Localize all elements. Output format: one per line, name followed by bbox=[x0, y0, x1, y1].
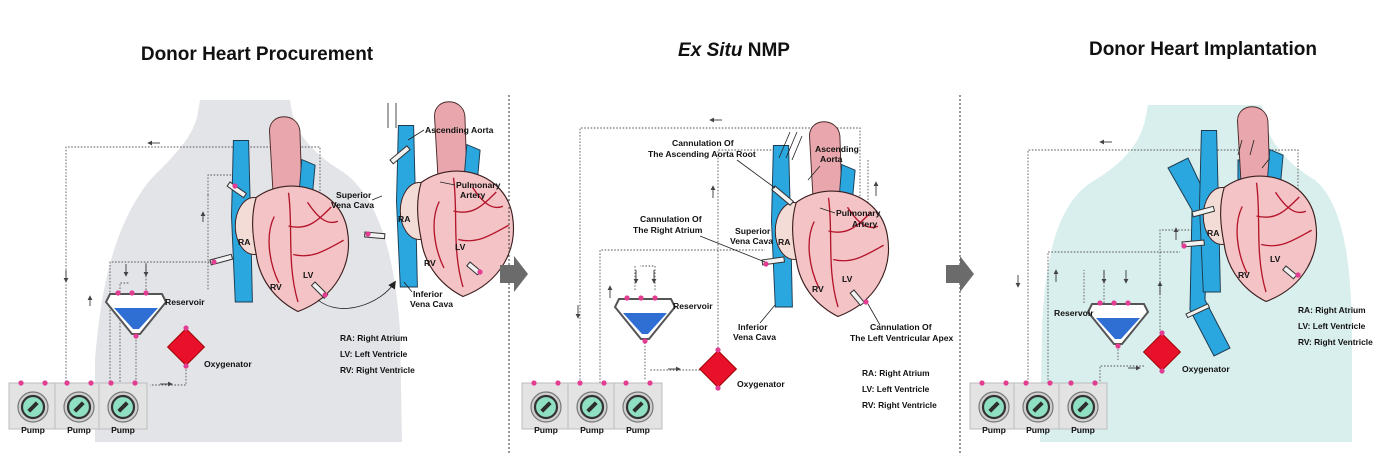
legend-item: RA: Right Atrium bbox=[340, 333, 408, 343]
label-inferior-vena-cava: Vena Cava bbox=[410, 299, 453, 309]
pump-icon bbox=[1012, 379, 1064, 431]
transfer-arrow bbox=[317, 280, 396, 309]
label-reservoir: Reservoir bbox=[673, 301, 713, 311]
pump-icon bbox=[97, 379, 149, 431]
label-ra: RA bbox=[398, 214, 410, 224]
panel-implantation: Donor Heart Implantation RA bbox=[968, 39, 1373, 442]
label-superior-vena-cava: Superior bbox=[735, 226, 771, 236]
label-inferior-vena-cava: Inferior bbox=[738, 322, 768, 332]
label-ra: RA bbox=[1207, 228, 1219, 238]
label-superior-vena-cava: Vena Cava bbox=[730, 236, 773, 246]
label-cannulation-lv: The Left Ventricular Apex bbox=[850, 333, 954, 343]
label-ascending-aorta: Ascending Aorta bbox=[425, 125, 494, 135]
perfusion-circuit-lines bbox=[1027, 149, 1299, 385]
heart-icon bbox=[230, 116, 350, 313]
label-ra: RA bbox=[238, 237, 250, 247]
label-reservoir: Reservoir bbox=[1054, 308, 1094, 318]
label-ascending-aorta: Ascending bbox=[815, 144, 859, 154]
legend-item: LV: Left Ventricle bbox=[340, 349, 408, 359]
label-pulmonary-artery: Pulmonary bbox=[836, 208, 881, 218]
label-oxygenator: Oxygenator bbox=[737, 379, 785, 389]
label-pulmonary-artery: Artery bbox=[460, 190, 486, 200]
label-rv: RV bbox=[270, 282, 282, 292]
step-arrow-icon bbox=[946, 256, 974, 292]
label-pump: Pump bbox=[21, 425, 45, 435]
label-rv: RV bbox=[1238, 270, 1250, 280]
pump-icon bbox=[7, 379, 59, 431]
label-pulmonary-artery: Pulmonary bbox=[456, 180, 501, 190]
label-lv: LV bbox=[303, 270, 314, 280]
label-pump: Pump bbox=[67, 425, 91, 435]
pump-icon bbox=[1057, 379, 1109, 431]
label-ra: RA bbox=[778, 237, 790, 247]
panel-title: Ex Situ NMP bbox=[678, 40, 790, 61]
label-pump: Pump bbox=[534, 425, 558, 435]
legend-item: RA: Right Atrium bbox=[1298, 305, 1366, 315]
label-oxygenator: Oxygenator bbox=[1182, 364, 1230, 374]
label-pump: Pump bbox=[1026, 425, 1050, 435]
label-pump: Pump bbox=[111, 425, 135, 435]
step-arrow-icon bbox=[500, 256, 528, 292]
label-rv: RV bbox=[812, 284, 824, 294]
pump-icon bbox=[566, 379, 618, 431]
pump-icon bbox=[520, 379, 572, 431]
label-pulmonary-artery: Artery bbox=[852, 219, 878, 229]
label-oxygenator: Oxygenator bbox=[204, 359, 252, 369]
pump-icon bbox=[968, 379, 1020, 431]
label-reservoir: Reservoir bbox=[165, 297, 205, 307]
label-cannulation-ra: The Right Atrium bbox=[633, 225, 703, 235]
label-cannulation-lv: Cannulation Of bbox=[870, 322, 932, 332]
label-cannulation-aorta: The Ascending Aorta Root bbox=[648, 149, 756, 159]
panel-title: Donor Heart Procurement bbox=[141, 44, 374, 65]
label-cannulation-ra: Cannulation Of bbox=[640, 214, 702, 224]
label-rv: RV bbox=[424, 258, 436, 268]
legend-item: RV: Right Ventricle bbox=[862, 400, 937, 410]
label-ascending-aorta: Aorta bbox=[820, 154, 843, 164]
label-lv: LV bbox=[455, 242, 466, 252]
label-pump: Pump bbox=[982, 425, 1006, 435]
label-superior-vena-cava: Superior bbox=[336, 190, 372, 200]
reservoir-icon bbox=[614, 294, 676, 345]
label-superior-vena-cava: Vena Cava bbox=[331, 200, 374, 210]
label-pump: Pump bbox=[580, 425, 604, 435]
label-pump: Pump bbox=[626, 425, 650, 435]
label-lv: LV bbox=[1270, 254, 1281, 264]
label-lv: LV bbox=[842, 274, 853, 284]
pump-icon bbox=[612, 379, 664, 431]
panel-procurement: Donor Heart Procurement RA RV LV bbox=[7, 44, 515, 442]
pump-icon bbox=[53, 379, 105, 431]
label-pump: Pump bbox=[1071, 425, 1095, 435]
label-cannulation-aorta: Cannulation Of bbox=[672, 138, 734, 148]
panel-ex-situ-nmp: Ex Situ NMP RA RV LV Cannulation Of bbox=[520, 40, 954, 435]
legend-item: LV: Left Ventricle bbox=[862, 384, 930, 394]
legend-item: LV: Left Ventricle bbox=[1298, 321, 1366, 331]
label-inferior-vena-cava: Inferior bbox=[413, 289, 443, 299]
panel-title: Donor Heart Implantation bbox=[1089, 39, 1317, 60]
legend-item: RA: Right Atrium bbox=[862, 368, 930, 378]
oxygenator-icon bbox=[699, 346, 737, 392]
label-inferior-vena-cava: Vena Cava bbox=[733, 332, 776, 342]
legend-item: RV: Right Ventricle bbox=[1298, 337, 1373, 347]
legend-item: RV: Right Ventricle bbox=[340, 365, 415, 375]
heart-icon bbox=[1198, 106, 1318, 303]
